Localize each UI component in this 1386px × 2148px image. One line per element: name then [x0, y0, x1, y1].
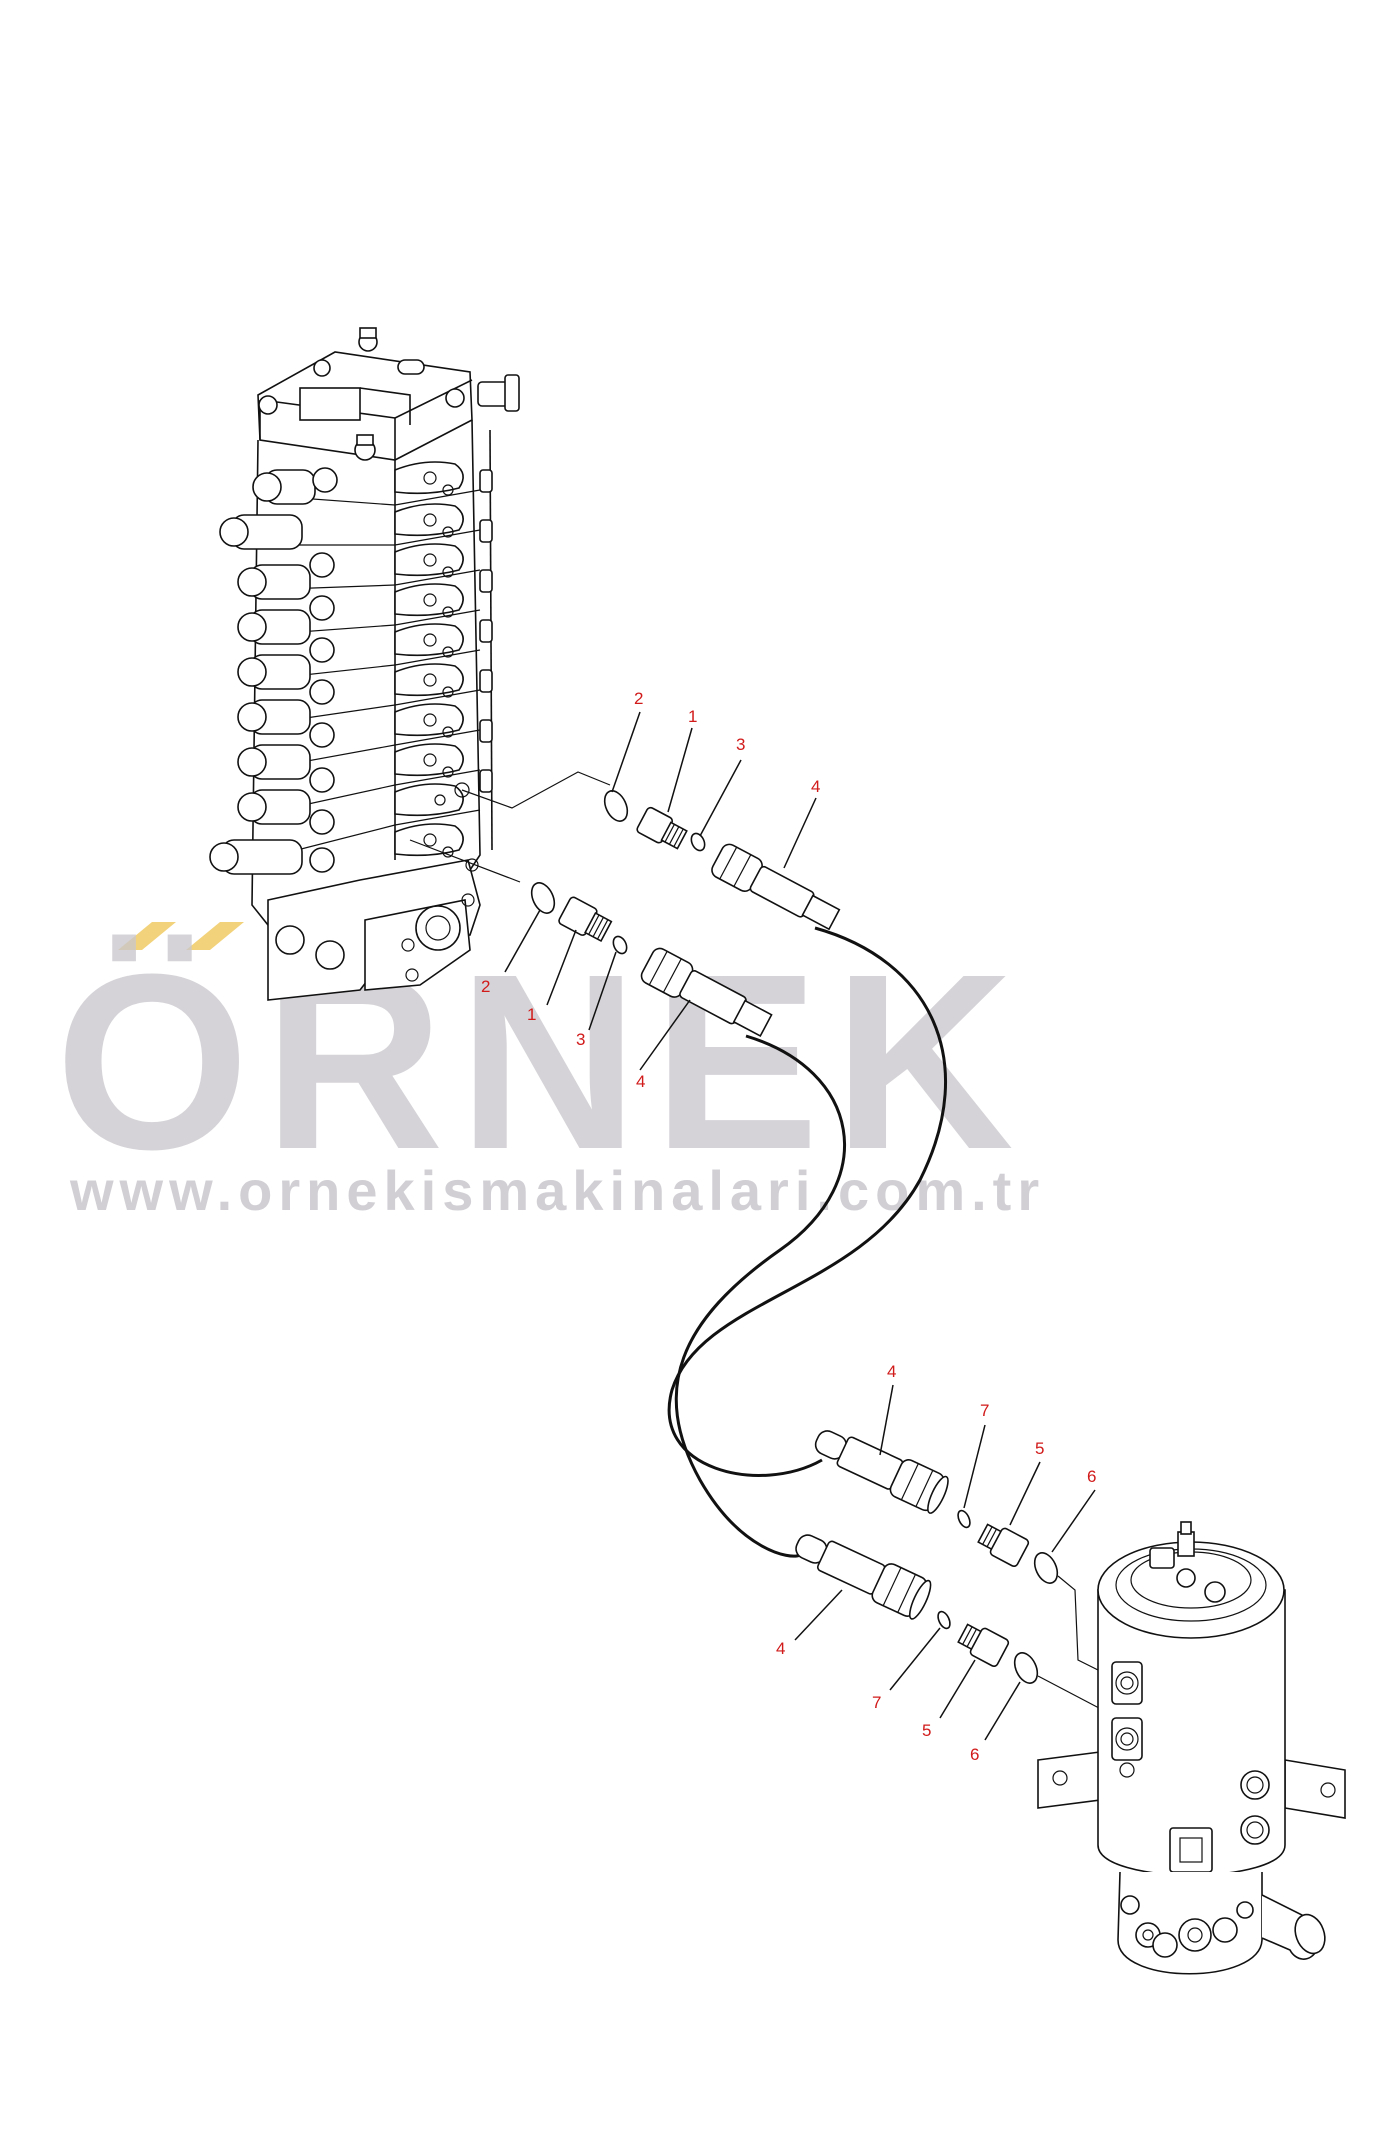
hose-b — [674, 1034, 846, 1558]
callout-swivel-upper-small-oring: 7 — [980, 1401, 989, 1420]
watermark-accent-left — [118, 922, 176, 950]
watermark-accent-right — [186, 922, 244, 950]
spool-caps — [209, 467, 338, 875]
callout-top-adapter: 1 — [688, 707, 697, 726]
leader-lines — [504, 711, 1096, 1741]
callout-swivel-upper-hose-end: 4 — [887, 1362, 896, 1381]
watermark: ÖRNEK www.ornekismakinalari.com.tr — [55, 922, 1045, 1222]
callout-lower-small-oring: 3 — [576, 1030, 585, 1049]
callout-lower-oring: 2 — [481, 977, 490, 996]
callout-top-hose-end: 4 — [811, 777, 820, 796]
hose-a — [667, 926, 948, 1477]
watermark-brand: ÖRNEK — [55, 922, 1028, 1201]
callout-swivel-lower-adapter: 5 — [922, 1721, 931, 1740]
callout-lower-hose-end: 4 — [636, 1072, 645, 1091]
callout-swivel-upper-adapter: 5 — [1035, 1439, 1044, 1458]
callout-swivel-lower-oring: 6 — [970, 1745, 979, 1764]
lower-fitting-stack — [530, 882, 773, 1038]
callouts: 2 1 3 4 2 1 3 4 4 7 5 6 4 7 5 6 — [481, 689, 1096, 1764]
callout-top-small-oring: 3 — [736, 735, 745, 754]
swivel-lower-stack — [795, 1534, 1119, 1719]
swivel-joint-icon — [1037, 1521, 1346, 1975]
callout-swivel-upper-oring: 6 — [1087, 1467, 1096, 1486]
top-fitting-stack — [603, 790, 841, 931]
callout-lower-adapter: 1 — [527, 1005, 536, 1024]
control-valve-icon — [209, 327, 520, 1001]
lower-port-centerline — [409, 839, 521, 883]
callout-swivel-lower-hose-end: 4 — [776, 1639, 785, 1658]
hoses — [667, 926, 948, 1558]
top-port-centerline — [461, 771, 611, 809]
valve-sections — [257, 461, 493, 861]
callout-top-oring: 2 — [634, 689, 643, 708]
callout-swivel-lower-small-oring: 7 — [872, 1693, 881, 1712]
swivel-upper-stack — [814, 1430, 1119, 1681]
watermark-url: www.ornekismakinalari.com.tr — [69, 1159, 1045, 1222]
